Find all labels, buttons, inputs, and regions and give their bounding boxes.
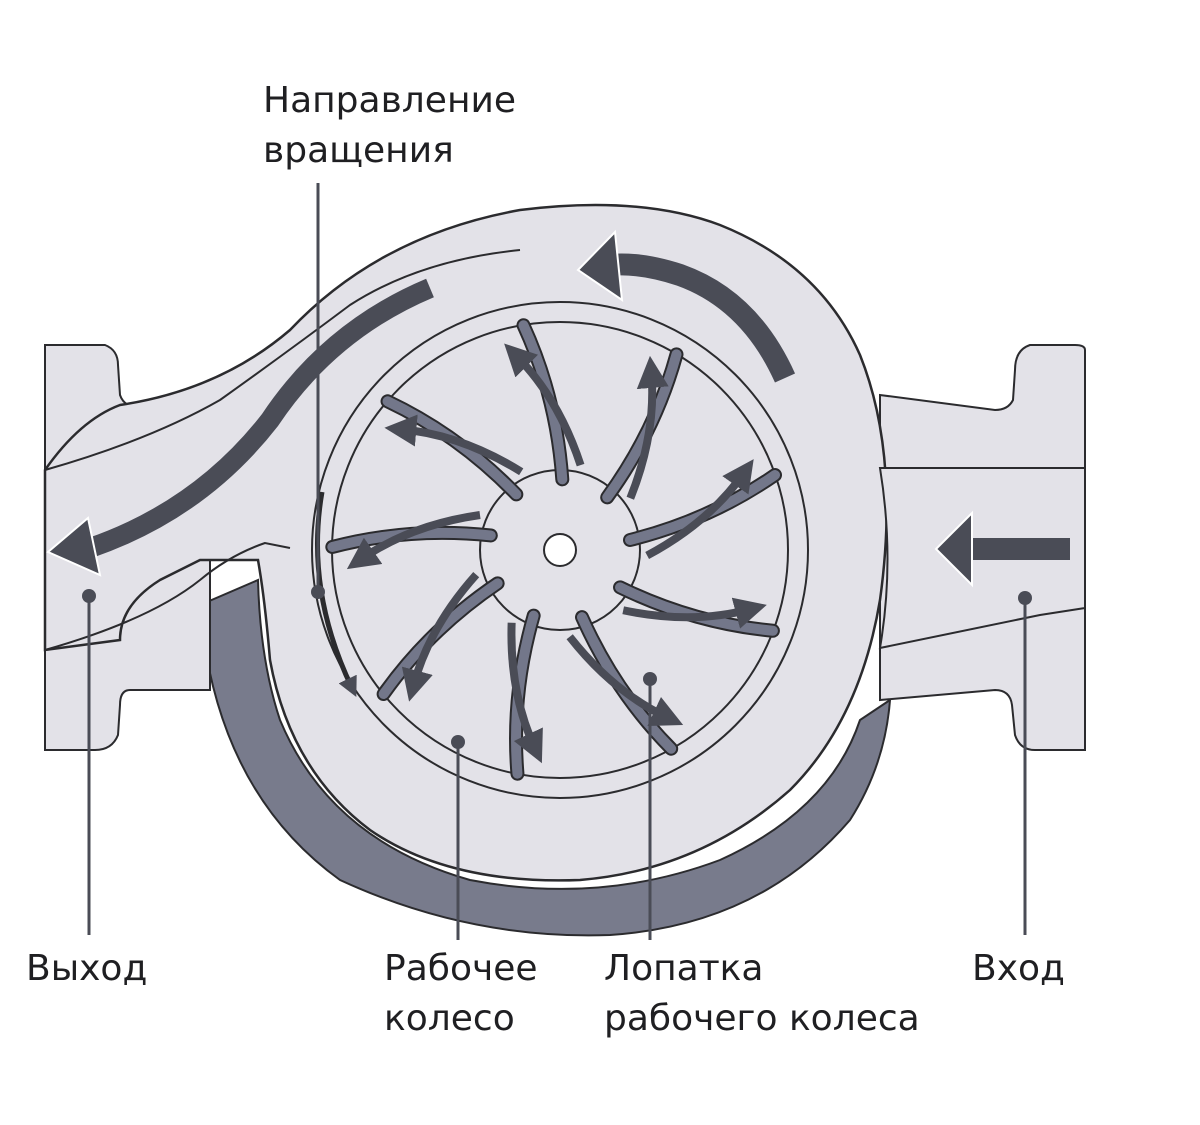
label-impeller-blade-line1: Лопатка — [604, 948, 764, 989]
impeller-flow-arrow — [626, 355, 669, 500]
impeller-flow-arrow — [645, 459, 754, 560]
label-impeller: Рабочее колесо — [384, 944, 538, 1044]
label-impeller-line1: Рабочее — [384, 948, 538, 989]
dot-rotation-direction — [311, 585, 325, 599]
impeller-flow-arrow — [507, 622, 543, 764]
dot-inlet — [1018, 591, 1032, 605]
dot-impeller — [451, 735, 465, 749]
label-rotation-direction-line1: Направление — [263, 80, 517, 121]
impeller-flow-arrows — [346, 343, 767, 764]
label-rotation-direction-line2: вращения — [263, 130, 454, 171]
outlet-channel-lower-wall — [44, 541, 291, 651]
dot-outlet — [82, 589, 96, 603]
impeller-flow-arrow — [384, 414, 524, 476]
label-rotation-direction: Направление вращения — [263, 76, 516, 176]
dot-impeller-blade — [643, 672, 657, 686]
outlet-flow-arrowhead — [46, 516, 102, 577]
label-impeller-blade: Лопатка рабочего колеса — [604, 944, 920, 1044]
impeller-flow-arrow — [401, 571, 480, 702]
inlet-flow-arrowhead — [934, 510, 973, 588]
outlet-channel-upper-wall — [44, 249, 521, 471]
label-inlet-text: Вход — [972, 948, 1065, 989]
label-outlet: Выход — [26, 944, 147, 994]
impeller-flow-arrow — [566, 634, 684, 726]
volute-flow-arrow — [608, 253, 796, 383]
volute-flow-arrowhead — [576, 229, 624, 303]
inlet-flow-arrow-shaft — [968, 538, 1070, 560]
leader-dots — [82, 585, 1032, 749]
impeller-flow-arrow — [346, 511, 481, 570]
label-impeller-blade-line2: рабочего колеса — [604, 998, 920, 1039]
impeller-flow-arrow — [622, 597, 767, 629]
leader-lines — [87, 183, 1027, 940]
shaft-hole — [543, 533, 577, 567]
label-inlet: Вход — [972, 944, 1065, 994]
impeller-flow-arrow — [504, 343, 585, 467]
label-impeller-line2: колесо — [384, 998, 515, 1039]
label-outlet-text: Выход — [26, 948, 148, 989]
outlet-flow-arrow — [86, 278, 434, 558]
